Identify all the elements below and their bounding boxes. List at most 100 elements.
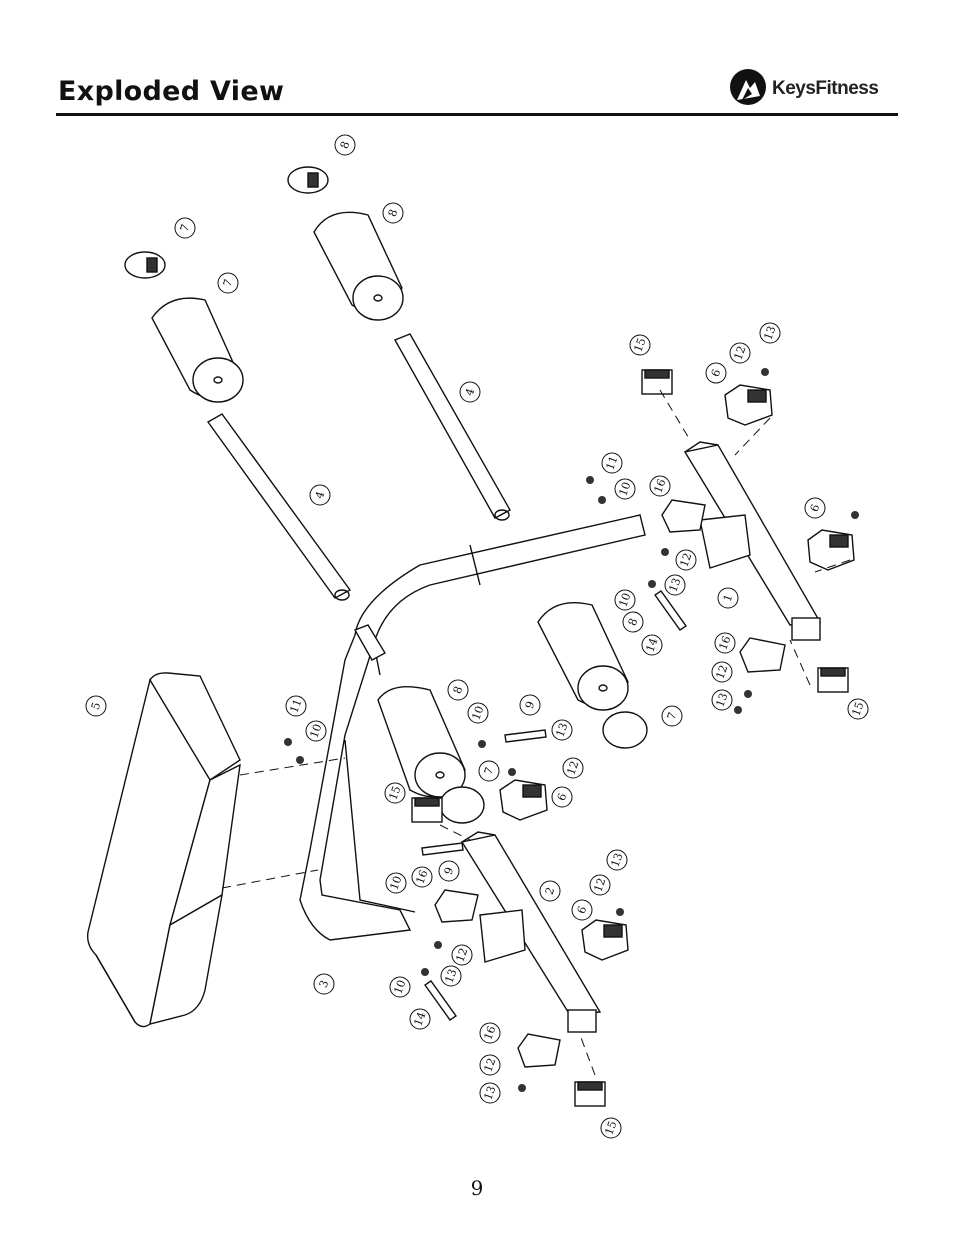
part-callout-label: 16 (481, 1024, 498, 1042)
part-callout-10: 10 (614, 589, 636, 611)
part-callout-label: 7 (221, 277, 236, 288)
part-callout-label: 8 (338, 139, 353, 150)
part-callout-6: 6 (551, 786, 573, 808)
part-callout-10: 10 (614, 478, 636, 500)
part-callout-16: 16 (479, 1022, 501, 1044)
part-callout-label: 12 (453, 946, 470, 964)
part-callout-label: 3 (317, 978, 332, 989)
part-callout-8: 8 (334, 134, 356, 156)
part-callout-4: 4 (309, 484, 331, 506)
part-callout-14: 14 (409, 1008, 431, 1030)
bracket-16c (434, 889, 479, 923)
part-callout-label: 10 (616, 591, 633, 609)
part-callout-label: 11 (603, 454, 620, 472)
part-callout-13: 13 (664, 574, 686, 596)
end-cap-7c (602, 711, 648, 749)
part-callout-12: 12 (711, 661, 733, 683)
part-callout-label: 10 (387, 874, 404, 892)
part-callout-label: 12 (677, 551, 694, 569)
part-callout-label: 7 (482, 765, 497, 776)
part-callout-label: 12 (564, 759, 581, 777)
part-callout-7: 7 (217, 272, 239, 294)
part-callout-label: 12 (481, 1056, 498, 1074)
part-callout-6: 6 (804, 497, 826, 519)
page-title: Exploded View (58, 76, 285, 107)
part-callout-label: 16 (413, 868, 430, 886)
part-callout-label: 10 (469, 704, 486, 722)
part-callout-6: 6 (705, 362, 727, 384)
part-callout-label: 8 (386, 207, 401, 218)
part-callout-12: 12 (479, 1054, 501, 1076)
part-callout-label: 15 (386, 784, 403, 802)
part-callout-label: 6 (555, 791, 570, 802)
part-callout-12: 12 (675, 549, 697, 571)
part-callout-label: 12 (713, 663, 730, 681)
part-callout-10: 10 (305, 720, 327, 742)
part-callout-label: 14 (643, 636, 660, 654)
part-callout-10: 10 (389, 976, 411, 998)
part-callout-12: 12 (589, 874, 611, 896)
part-callout-13: 13 (759, 322, 781, 344)
part-callout-10: 10 (385, 872, 407, 894)
part-callout-label: 14 (411, 1010, 428, 1028)
part-callout-15: 15 (600, 1117, 622, 1139)
part-callout-8: 8 (382, 202, 404, 224)
part-callout-label: 12 (731, 344, 748, 362)
exploded-view-diagram: 7878445151213611101612136101418161213151… (85, 134, 869, 1139)
part-callout-16: 16 (714, 632, 736, 654)
part-callout-label: 8 (451, 684, 466, 695)
part-callout-16: 16 (411, 866, 433, 888)
foam-roller-top-left (151, 297, 244, 403)
part-callout-label: 16 (716, 634, 733, 652)
part-callout-15: 15 (384, 782, 406, 804)
part-callout-label: 12 (591, 876, 608, 894)
part-callout-label: 13 (713, 691, 730, 709)
part-callout-label: 7 (665, 710, 680, 721)
part-callout-7: 7 (661, 705, 683, 727)
roller-tube-left (206, 413, 352, 599)
part-callout-label: 10 (391, 978, 408, 996)
part-callout-label: 4 (463, 386, 478, 397)
part-callout-2: 2 (539, 880, 561, 902)
logo-wordmark: KeysFitness (772, 78, 879, 100)
part-callout-label: 8 (626, 616, 641, 627)
part-callout-label: 13 (761, 324, 778, 342)
foam-roller-front-left (377, 686, 466, 798)
leveler-foot-3 (499, 779, 548, 821)
part-callout-16: 16 (649, 475, 671, 497)
part-callout-label: 15 (849, 700, 866, 718)
part-callout-label: 6 (808, 502, 823, 513)
part-callout-4: 4 (459, 381, 481, 403)
part-callout-6: 6 (571, 899, 593, 921)
part-callout-label: 10 (616, 480, 633, 498)
part-callout-7: 7 (174, 217, 196, 239)
part-callout-13: 13 (711, 689, 733, 711)
foam-roller-top-right (313, 211, 404, 321)
part-callout-9: 9 (438, 860, 460, 882)
part-callout-label: 13 (442, 967, 459, 985)
leveler-foot-2 (807, 529, 855, 571)
end-cap-7d (439, 786, 485, 824)
part-callout-15: 15 (629, 334, 651, 356)
part-callout-5: 5 (85, 695, 107, 717)
part-callout-label: 13 (666, 576, 683, 594)
leveler-foot-1 (724, 384, 773, 426)
part-callout-label: 15 (602, 1119, 619, 1137)
bracket-16d (517, 1033, 561, 1068)
part-callout-1: 1 (717, 587, 739, 609)
part-callout-13: 13 (479, 1082, 501, 1104)
part-callout-label: 7 (178, 222, 193, 233)
seat-pad (86, 672, 241, 1028)
end-cap-7a (124, 251, 166, 279)
part-callout-label: 1 (721, 592, 736, 603)
roller-tube-right (393, 333, 511, 519)
part-callout-label: 9 (523, 699, 538, 710)
header-rule (56, 113, 898, 116)
part-callout-12: 12 (729, 342, 751, 364)
bracket-16b (739, 637, 786, 673)
part-callout-11: 11 (601, 452, 623, 474)
part-callout-label: 4 (313, 489, 328, 500)
logo-fitness: Fitness (815, 78, 879, 99)
part-callout-label: 6 (575, 904, 590, 915)
part-callout-3: 3 (313, 973, 335, 995)
